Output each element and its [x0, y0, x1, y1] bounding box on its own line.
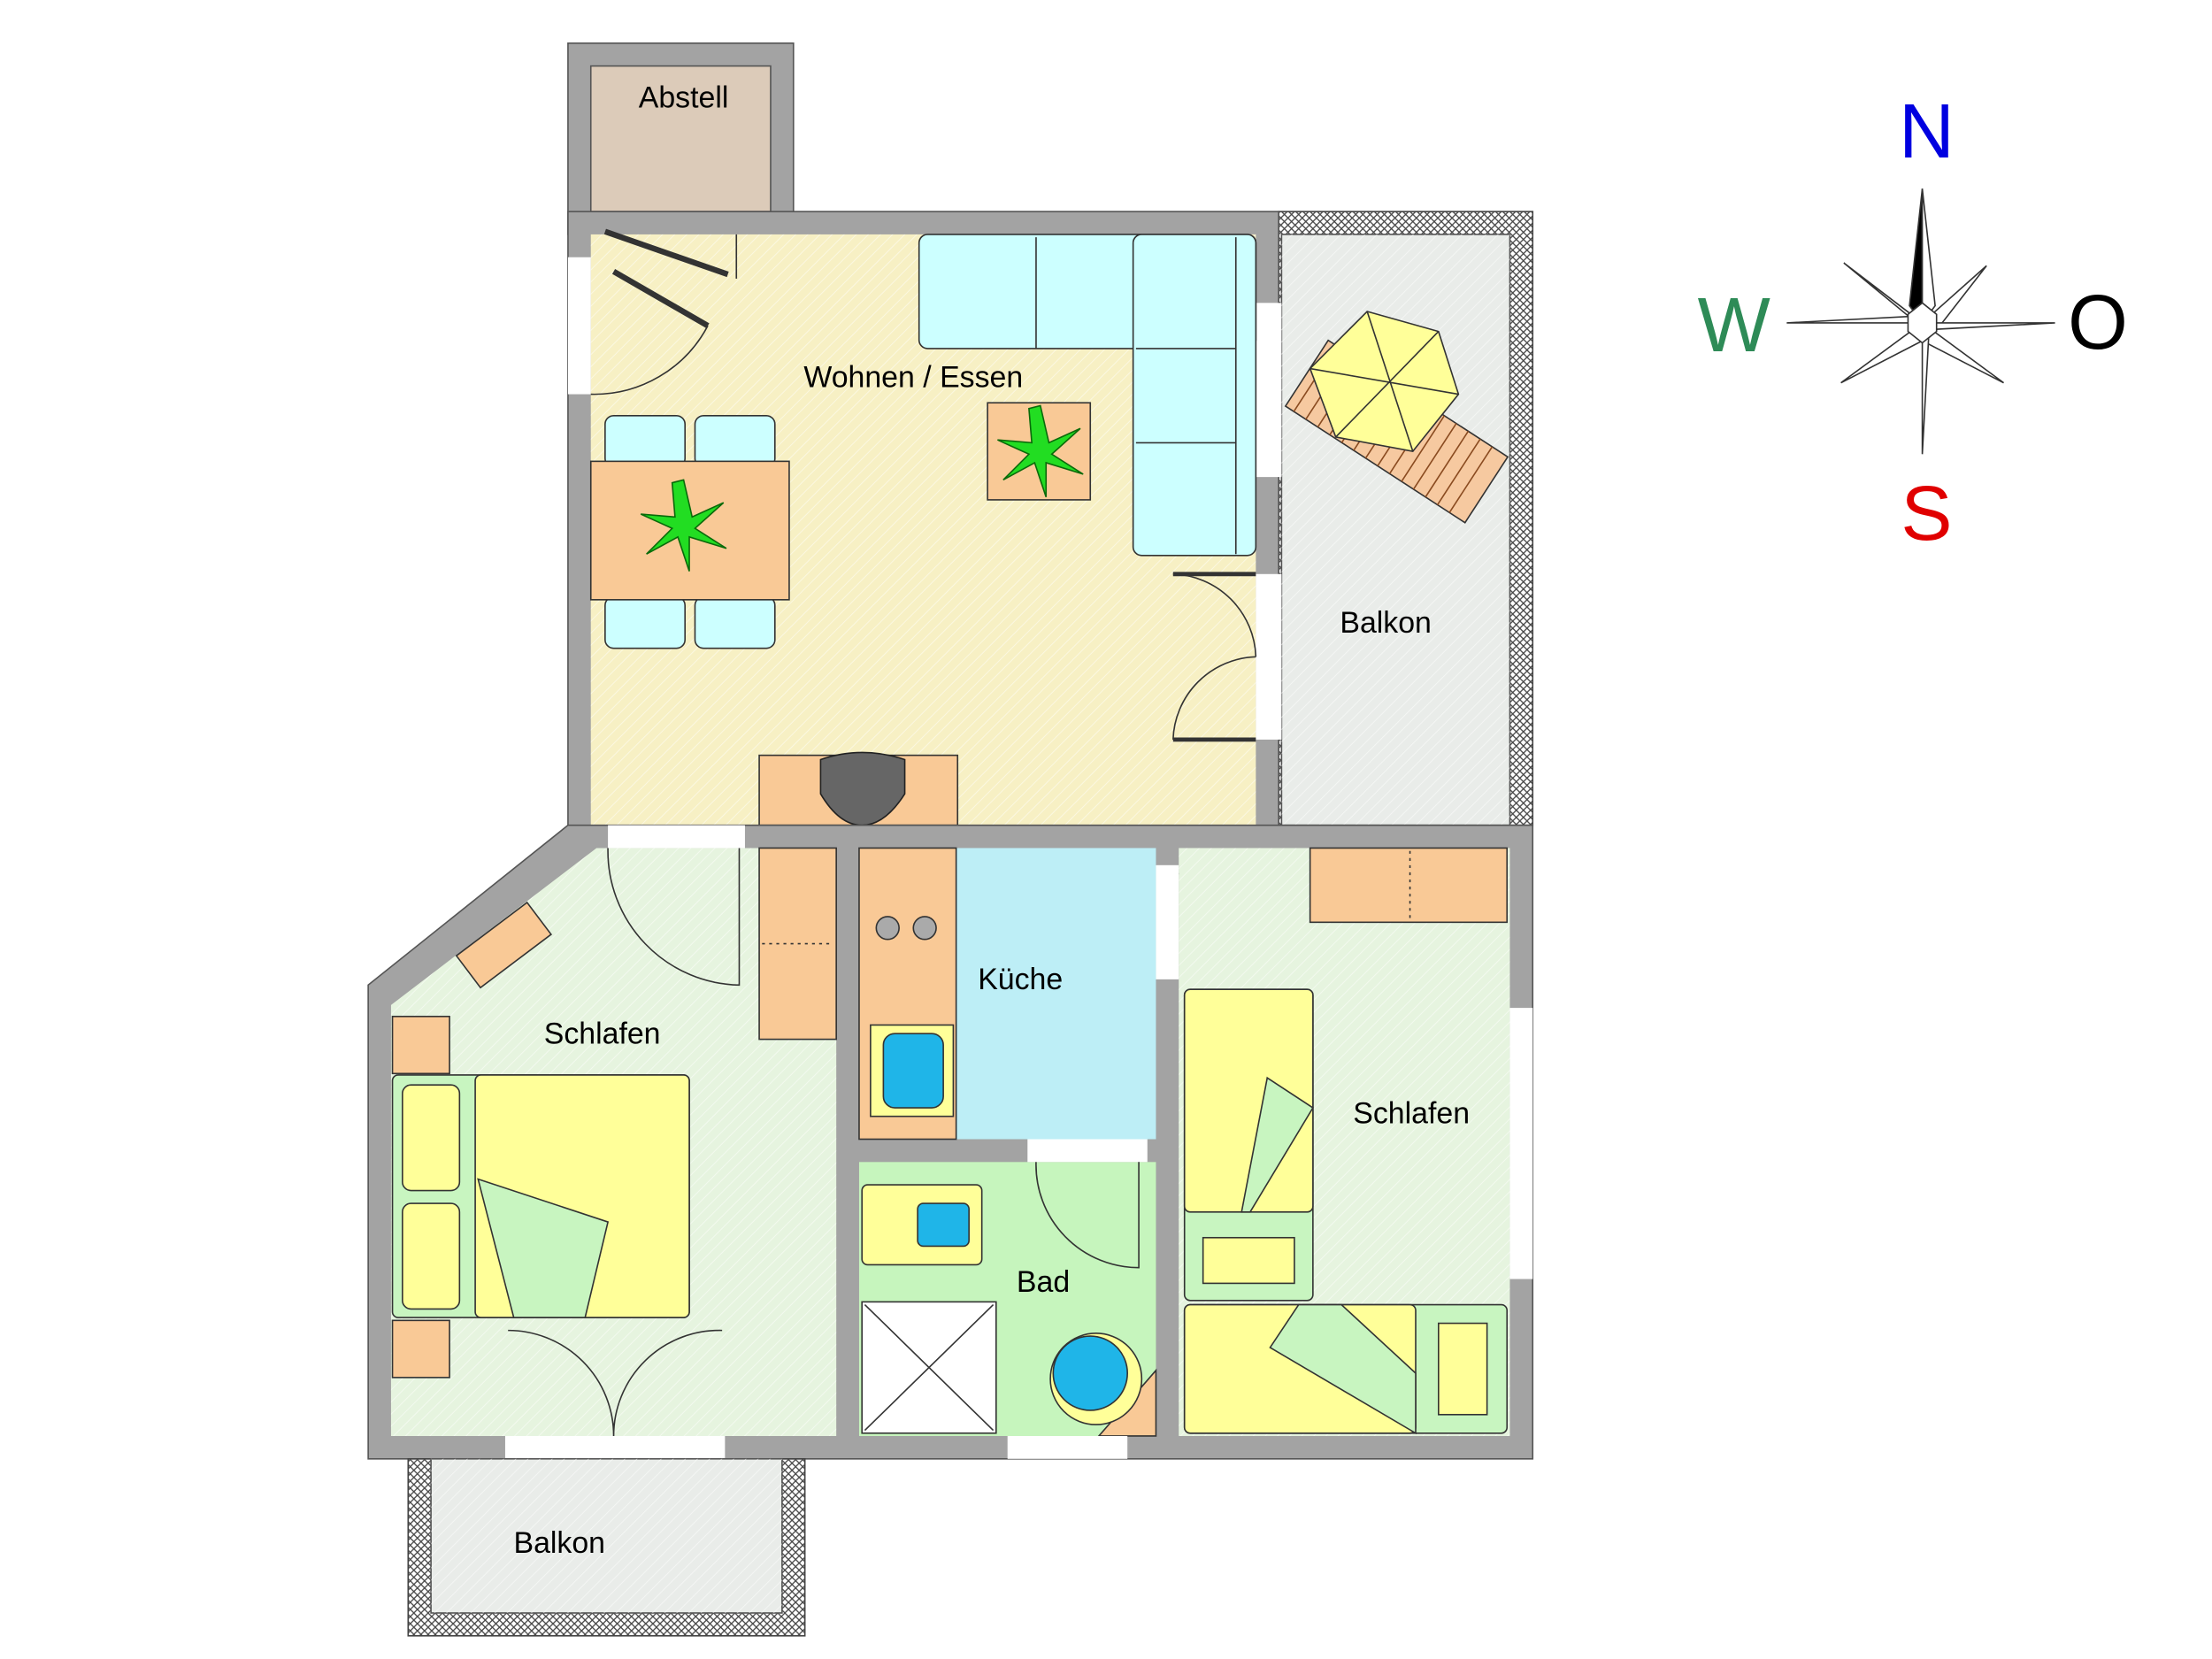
stove-icon — [875, 916, 900, 941]
label-kueche: Küche — [978, 963, 1063, 996]
room-balkon-south — [407, 1457, 806, 1637]
compass-south: S — [1901, 471, 1952, 557]
wardrobe — [1309, 847, 1509, 924]
single-bed — [1183, 988, 1314, 1302]
compass-rose-icon — [1786, 188, 2055, 455]
parasol — [1309, 311, 1460, 452]
compass-north: N — [1899, 88, 1955, 174]
balcony-door-south[interactable] — [504, 1435, 726, 1459]
door-schlafen-west[interactable] — [608, 825, 745, 849]
sofa — [918, 234, 1257, 557]
shower — [861, 1301, 997, 1434]
label-bad: Bad — [1017, 1265, 1070, 1299]
label-schlafen-west: Schlafen — [544, 1017, 661, 1050]
entrance-door[interactable] — [567, 257, 591, 395]
balcony-door-east[interactable] — [1256, 573, 1282, 740]
sink-icon — [882, 1033, 944, 1109]
door-schlafen-east[interactable] — [1156, 864, 1179, 979]
door-bad[interactable] — [1027, 1139, 1148, 1163]
compass-west: W — [1698, 282, 1770, 368]
window-bad — [1007, 1435, 1128, 1459]
compass-east: O — [2068, 280, 2128, 365]
room-balkon-east — [1278, 211, 1534, 826]
tv-sideboard — [758, 751, 959, 826]
label-schlafen-east: Schlafen — [1353, 1097, 1470, 1131]
double-bed — [391, 1074, 690, 1318]
label-abstell: Abstell — [639, 81, 729, 114]
label-wohnen: Wohnen / Essen — [803, 361, 1023, 395]
dining-table — [589, 414, 790, 649]
label-balkon-east: Balkon — [1340, 606, 1432, 640]
desk — [455, 901, 553, 989]
nightstand — [391, 1015, 450, 1075]
nightstand — [391, 1319, 450, 1379]
room-abstell — [567, 42, 795, 235]
window-east — [1509, 1008, 1533, 1279]
coffee-table-plant — [987, 402, 1092, 501]
single-bed — [1183, 1303, 1509, 1435]
label-balkon-south: Balkon — [513, 1526, 605, 1560]
